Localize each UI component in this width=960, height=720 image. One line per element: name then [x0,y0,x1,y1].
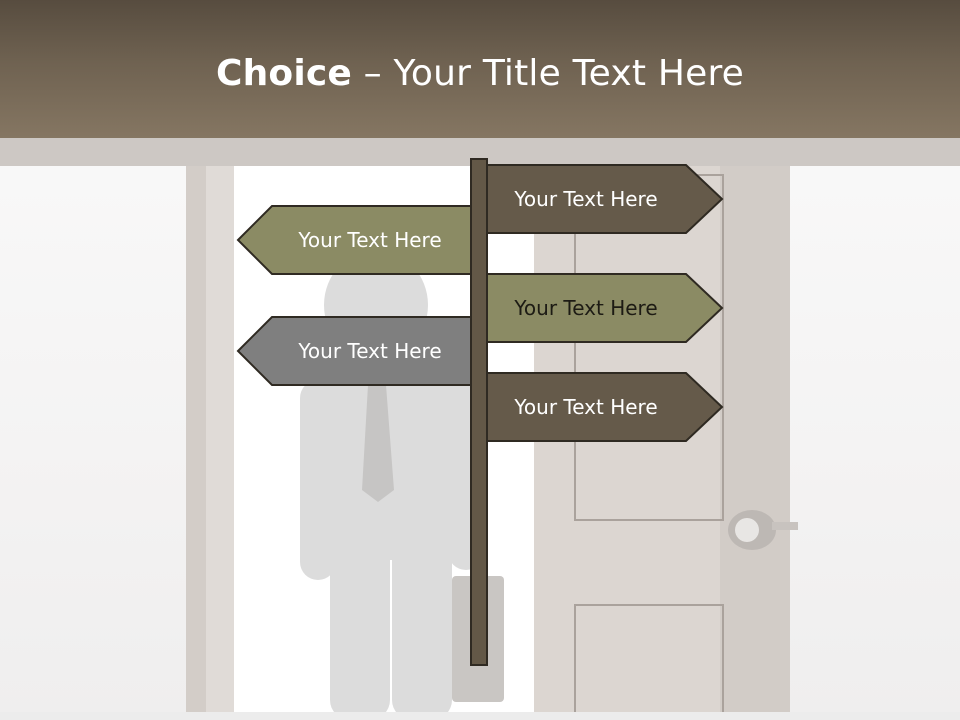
signpost-pole [470,158,488,666]
sign-label: Your Text Here [514,296,658,320]
sign-arrow-right-3[interactable]: Your Text Here [486,372,724,442]
sign-arrow-right-2[interactable]: Your Text Here [486,273,724,343]
sign-label: Your Text Here [514,395,658,419]
sign-arrow-left-1[interactable]: Your Text Here [236,205,472,275]
title-rest: – Your Title Text Here [352,53,745,94]
slide-title[interactable]: Choice – Your Title Text Here [0,52,960,96]
title-bar [0,0,960,138]
sign-arrow-right-1[interactable]: Your Text Here [486,164,724,234]
sign-label: Your Text Here [298,228,442,252]
sign-label: Your Text Here [514,187,658,211]
sign-arrow-left-2[interactable]: Your Text Here [236,316,472,386]
sign-label: Your Text Here [298,339,442,363]
title-bold-word: Choice [215,53,353,94]
